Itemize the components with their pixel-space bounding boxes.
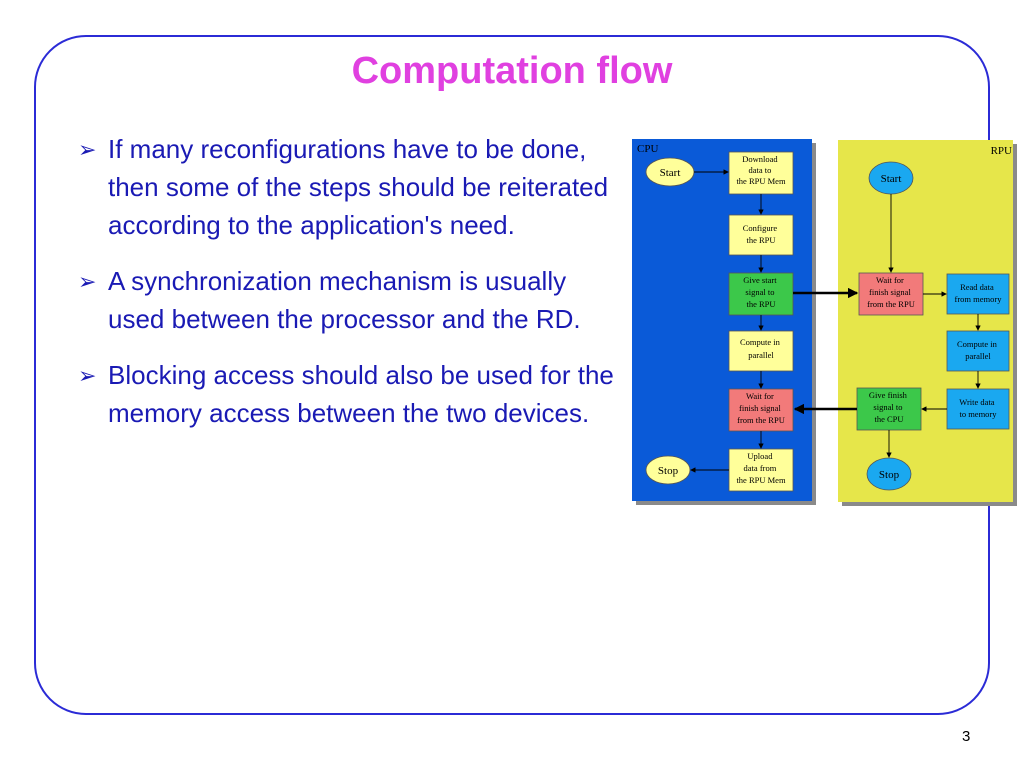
cpu-panel-label: CPU <box>637 143 658 155</box>
rpu-stop-label: Stop <box>879 469 900 481</box>
rpu-compute-box <box>946 330 1010 372</box>
rpu-wait-label: Wait for finish signal from the RPU <box>867 275 915 309</box>
cpu-upload-box <box>728 448 794 492</box>
cpu-compute-label: Compute in parallel <box>740 337 782 360</box>
cpu-wait-box <box>728 388 794 432</box>
bullet-list: ➢ If many reconfigurations have to be do… <box>76 130 621 450</box>
cpu-give-start-label: Give start signal to the RPU <box>743 275 778 309</box>
bullet-arrow-icon: ➢ <box>78 269 97 294</box>
cpu-give-start-box <box>728 272 794 316</box>
rpu-start-label: Start <box>881 173 902 185</box>
cpu-stop-node <box>645 455 691 485</box>
cpu-configure-label: Configure the RPU <box>743 223 780 245</box>
rpu-panel <box>838 140 1013 502</box>
cpu-compute-box <box>728 330 794 372</box>
rpu-read-box <box>946 273 1010 315</box>
computation-flow-diagram: CPU RPU Start Download data to the RPU M… <box>632 139 1017 506</box>
rpu-give-finish-box <box>856 387 922 431</box>
rpu-write-box <box>946 388 1010 430</box>
rpu-compute-label: Compute in parallel <box>957 339 999 361</box>
rpu-write-label: Write data to memory <box>959 397 997 419</box>
bullet-item: ➢ If many reconfigurations have to be do… <box>76 130 621 244</box>
cpu-panel <box>632 139 812 501</box>
cpu-start-label: Start <box>660 167 681 179</box>
bullet-text: A synchronization mechanism is usually u… <box>108 266 581 334</box>
slide-title: Computation flow <box>351 50 673 92</box>
cpu-download-label: Download data to the RPU Mem <box>736 154 786 186</box>
rpu-stop-node <box>866 457 912 491</box>
cpu-wait-label: Wait for finish signal from the RPU <box>737 391 785 425</box>
bullet-text: If many reconfigurations have to be done… <box>108 134 609 240</box>
bullet-arrow-icon: ➢ <box>78 363 97 388</box>
page-number: 3 <box>962 728 971 745</box>
bullet-text: Blocking access should also be used for … <box>108 360 614 428</box>
rpu-panel-label: RPU <box>991 145 1012 157</box>
cpu-stop-label: Stop <box>658 465 679 477</box>
bullet-item: ➢ A synchronization mechanism is usually… <box>76 262 621 338</box>
rpu-read-label: Read data from memory <box>955 282 1003 304</box>
cpu-upload-label: Upload data from the RPU Mem <box>736 451 786 485</box>
bullet-arrow-icon: ➢ <box>78 137 97 162</box>
rpu-give-finish-label: Give finish signal to the CPU <box>869 390 909 424</box>
bullet-item: ➢ Blocking access should also be used fo… <box>76 356 621 432</box>
